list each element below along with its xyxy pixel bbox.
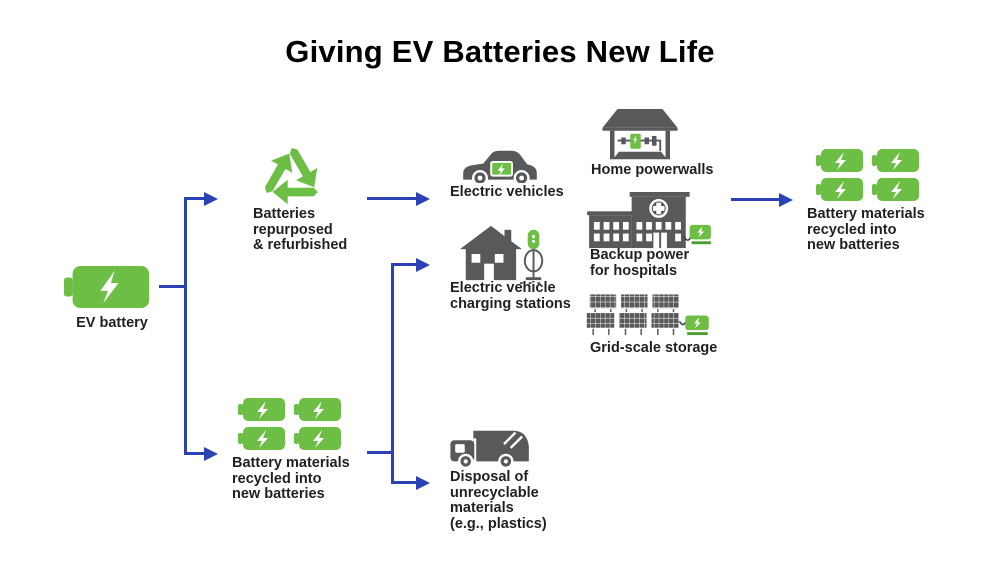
connector-line-battery-out bbox=[159, 285, 187, 288]
recycle-icon bbox=[256, 133, 328, 210]
home-powerwalls-label: Home powerwalls bbox=[591, 162, 714, 178]
connector-line-top-branch bbox=[184, 197, 208, 200]
flow-arrow-to-charging-stations bbox=[416, 258, 430, 272]
electric-car-icon bbox=[460, 141, 540, 188]
battery-group-right-icon bbox=[816, 149, 924, 210]
connector-line-to-charging bbox=[391, 263, 417, 266]
repurposed-label: Batteries repurposed & refurbished bbox=[253, 206, 348, 253]
solar-panels-icon bbox=[585, 291, 713, 344]
flow-arrow-to-electric-vehicles bbox=[416, 192, 430, 206]
hospital-icon bbox=[587, 192, 713, 255]
garbage-truck-icon bbox=[446, 425, 538, 474]
grid-storage-label: Grid-scale storage bbox=[590, 340, 718, 356]
house-charging-station-icon bbox=[458, 224, 550, 289]
charging-stations-label: Electric vehicle charging stations bbox=[450, 280, 571, 312]
connector-line-to-recycled-right bbox=[731, 198, 780, 201]
flow-arrow-to-recycled-right bbox=[779, 193, 793, 207]
flow-arrow-to-repurposed bbox=[204, 192, 218, 206]
battery-group-bottom-icon bbox=[238, 398, 346, 459]
connector-line-trunk bbox=[184, 197, 187, 455]
ev-battery-label: EV battery bbox=[76, 315, 148, 331]
flow-arrow-to-recycled bbox=[204, 447, 218, 461]
flow-arrow-to-disposal bbox=[416, 476, 430, 490]
hospital-backup-label: Backup power for hospitals bbox=[590, 247, 690, 279]
recycled-right-label: Battery materials recycled into new batt… bbox=[807, 206, 925, 253]
page-title: Giving EV Batteries New Life bbox=[285, 34, 715, 69]
connector-line-recycled-out bbox=[367, 451, 394, 454]
ev-battery-icon bbox=[64, 265, 150, 314]
garage-powerwall-icon bbox=[602, 106, 678, 168]
connector-line-to-disposal bbox=[391, 481, 417, 484]
connector-line-repurposed-to-ev bbox=[367, 197, 417, 200]
electric-vehicles-label: Electric vehicles bbox=[450, 184, 564, 200]
disposal-label: Disposal of unrecyclable materials (e.g.… bbox=[450, 469, 547, 532]
connector-line-bottom-branch bbox=[184, 452, 208, 455]
recycled-bottom-label: Battery materials recycled into new batt… bbox=[232, 455, 350, 502]
connector-line-mid-trunk bbox=[391, 263, 394, 484]
